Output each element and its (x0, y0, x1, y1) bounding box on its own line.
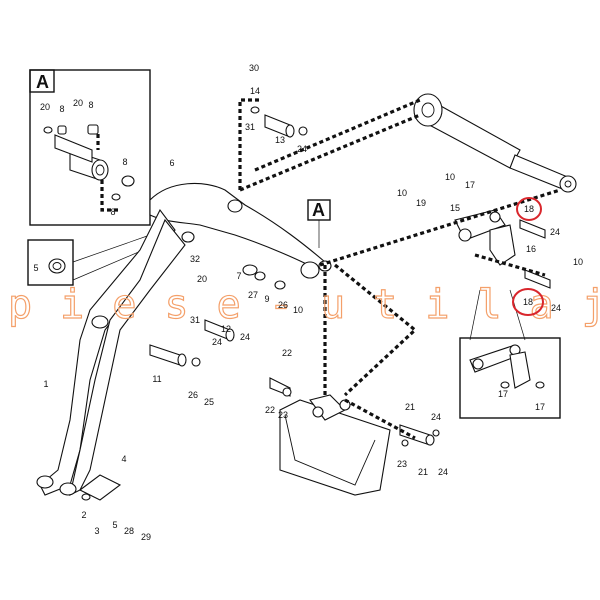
callout-4: 4 (121, 454, 126, 464)
highlight-circle-18 (516, 197, 542, 221)
callout-12: 12 (221, 324, 231, 334)
callout-1: 1 (43, 379, 48, 389)
callout-20: 20 (40, 102, 50, 112)
callout-31: 31 (190, 315, 200, 325)
watermark: p i e s e - u t i l a j (8, 282, 600, 328)
detail-box-label: A (36, 72, 49, 92)
highlight-circle-18 (512, 288, 544, 316)
pin-13 (250, 106, 308, 138)
callout-23: 23 (278, 410, 288, 420)
callout-25: 25 (204, 397, 214, 407)
callout-23: 23 (397, 459, 407, 469)
callout-20: 20 (197, 274, 207, 284)
callout-22: 22 (282, 348, 292, 358)
callout-24: 24 (240, 332, 250, 342)
section-marker-a: A (307, 199, 331, 248)
callout-3: 3 (94, 526, 99, 536)
pins-boom-middle (149, 260, 332, 367)
callout-15: 15 (450, 203, 460, 213)
callout-29: 29 (141, 532, 151, 542)
callout-14: 14 (250, 86, 260, 96)
section-marker-label: A (312, 200, 325, 220)
callout-5: 5 (112, 520, 117, 530)
callout-2: 2 (81, 510, 86, 520)
callout-18: 18 (524, 204, 534, 214)
callout-32: 32 (190, 254, 200, 264)
callout-26: 26 (188, 390, 198, 400)
callout-22: 22 (265, 405, 275, 415)
boom (36, 182, 326, 497)
callout-10: 10 (445, 172, 455, 182)
callout-8: 8 (122, 157, 127, 167)
callout-8: 8 (88, 100, 93, 110)
callout-18: 18 (523, 297, 533, 307)
callout-24: 24 (438, 467, 448, 477)
callout-17: 17 (465, 180, 475, 190)
pin-assembly-a (43, 124, 135, 212)
callout-24: 24 (550, 227, 560, 237)
callout-24: 24 (212, 337, 222, 347)
callout-9: 9 (264, 294, 269, 304)
callout-24: 24 (551, 303, 561, 313)
callout-17: 17 (535, 402, 545, 412)
callout-30: 30 (249, 63, 259, 73)
pins-bucket-right (269, 377, 440, 447)
callout-21: 21 (418, 467, 428, 477)
callout-27: 27 (248, 290, 258, 300)
callout-24: 24 (431, 412, 441, 422)
callout-20: 20 (73, 98, 83, 108)
cover-plate (78, 474, 122, 501)
callout-24: 24 (297, 144, 307, 154)
hydraulic-cylinder (413, 93, 577, 193)
assembly-lines (238, 98, 561, 440)
callout-13: 13 (275, 135, 285, 145)
callout-10: 10 (573, 257, 583, 267)
callout-28: 28 (124, 526, 134, 536)
bucket (279, 394, 391, 496)
callout-10: 10 (397, 188, 407, 198)
callout-17: 17 (498, 389, 508, 399)
callout-5: 5 (33, 263, 38, 273)
callout-31: 31 (245, 122, 255, 132)
callout-10: 10 (293, 305, 303, 315)
highlight-layer (512, 197, 544, 316)
callout-8: 8 (59, 104, 64, 114)
callout-7: 7 (236, 271, 241, 281)
callout-26: 26 (278, 300, 288, 310)
callout-19: 19 (416, 198, 426, 208)
detail-box-a: A (29, 69, 151, 226)
callout-8: 8 (110, 207, 115, 217)
detail-box-link (459, 289, 561, 419)
callout-21: 21 (405, 402, 415, 412)
callout-6: 6 (169, 158, 174, 168)
callout-16: 16 (526, 244, 536, 254)
callout-11: 11 (152, 374, 161, 384)
